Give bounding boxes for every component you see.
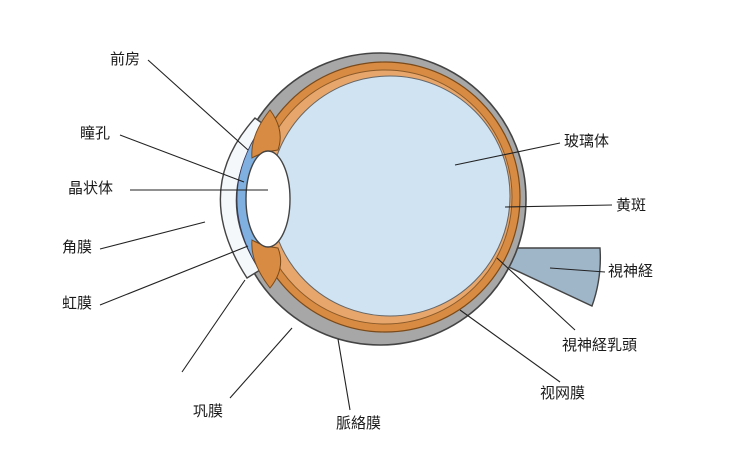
leader-optic-disc: [496, 257, 576, 331]
label-vitreous: 玻璃体: [564, 132, 609, 150]
lens-shape: [245, 150, 291, 248]
leader-sclera-2: [181, 279, 246, 373]
leader-choroid: [337, 338, 351, 411]
leader-anterior-chamber: [147, 59, 249, 151]
label-anterior-chamber: 前房: [110, 50, 140, 68]
label-lens: 晶状体: [68, 179, 113, 197]
leader-macula: [504, 204, 613, 208]
leader-retina: [459, 309, 561, 383]
label-optic-disc: 視神経乳頭: [562, 336, 637, 354]
label-retina: 视网膜: [540, 384, 585, 402]
leader-optic-nerve: [549, 267, 606, 273]
optic-nerve-shape: [497, 247, 602, 307]
label-sclera: 巩膜: [193, 402, 223, 420]
label-macula: 黄斑: [616, 196, 646, 214]
leader-cornea: [99, 221, 206, 250]
vitreous-shape: [269, 75, 511, 317]
label-choroid: 脈絡膜: [336, 414, 381, 432]
label-pupil: 瞳孔: [80, 124, 110, 142]
leader-sclera: [229, 327, 293, 399]
label-cornea: 角膜: [62, 238, 92, 256]
leader-pupil: [119, 134, 245, 183]
leader-iris: [99, 245, 249, 306]
label-iris: 虹膜: [62, 294, 92, 312]
leader-vitreous: [454, 142, 561, 166]
label-optic-nerve: 視神経: [608, 262, 653, 280]
